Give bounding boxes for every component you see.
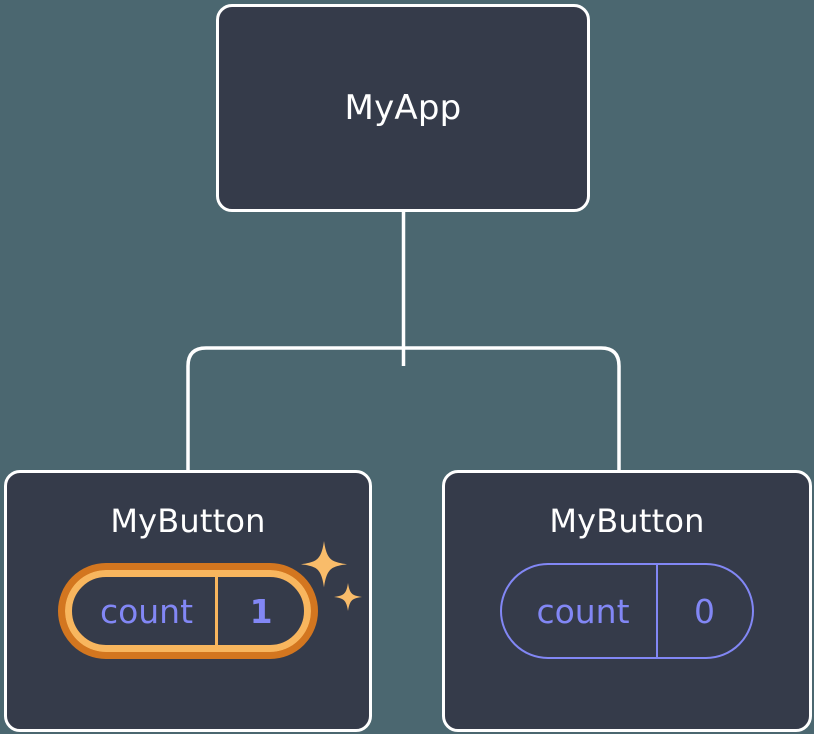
state-pill-highlighted[interactable]: count 1 — [57, 563, 319, 659]
state-pill-wrapper: count 1 — [57, 541, 363, 659]
state-key: count — [536, 591, 630, 631]
node-myapp[interactable]: MyApp — [216, 4, 590, 212]
state-pill-inner: count 1 — [64, 570, 312, 652]
state-pill-wrapper: count 0 — [500, 563, 754, 659]
state-value: 1 — [215, 577, 304, 645]
node-title: MyButton — [110, 502, 266, 540]
sparkle-small-icon — [334, 583, 363, 611]
state-value: 0 — [655, 565, 752, 657]
state-key: count — [99, 591, 194, 631]
state-pill[interactable]: count 0 — [500, 563, 754, 659]
node-title: MyButton — [549, 502, 705, 540]
sparkle-large-icon — [301, 541, 348, 588]
node-title: MyApp — [344, 88, 462, 128]
node-mybutton-left[interactable]: MyButton count 1 — [4, 470, 372, 732]
edge-children-bus — [186, 346, 621, 470]
node-mybutton-right[interactable]: MyButton count 0 — [442, 470, 812, 732]
